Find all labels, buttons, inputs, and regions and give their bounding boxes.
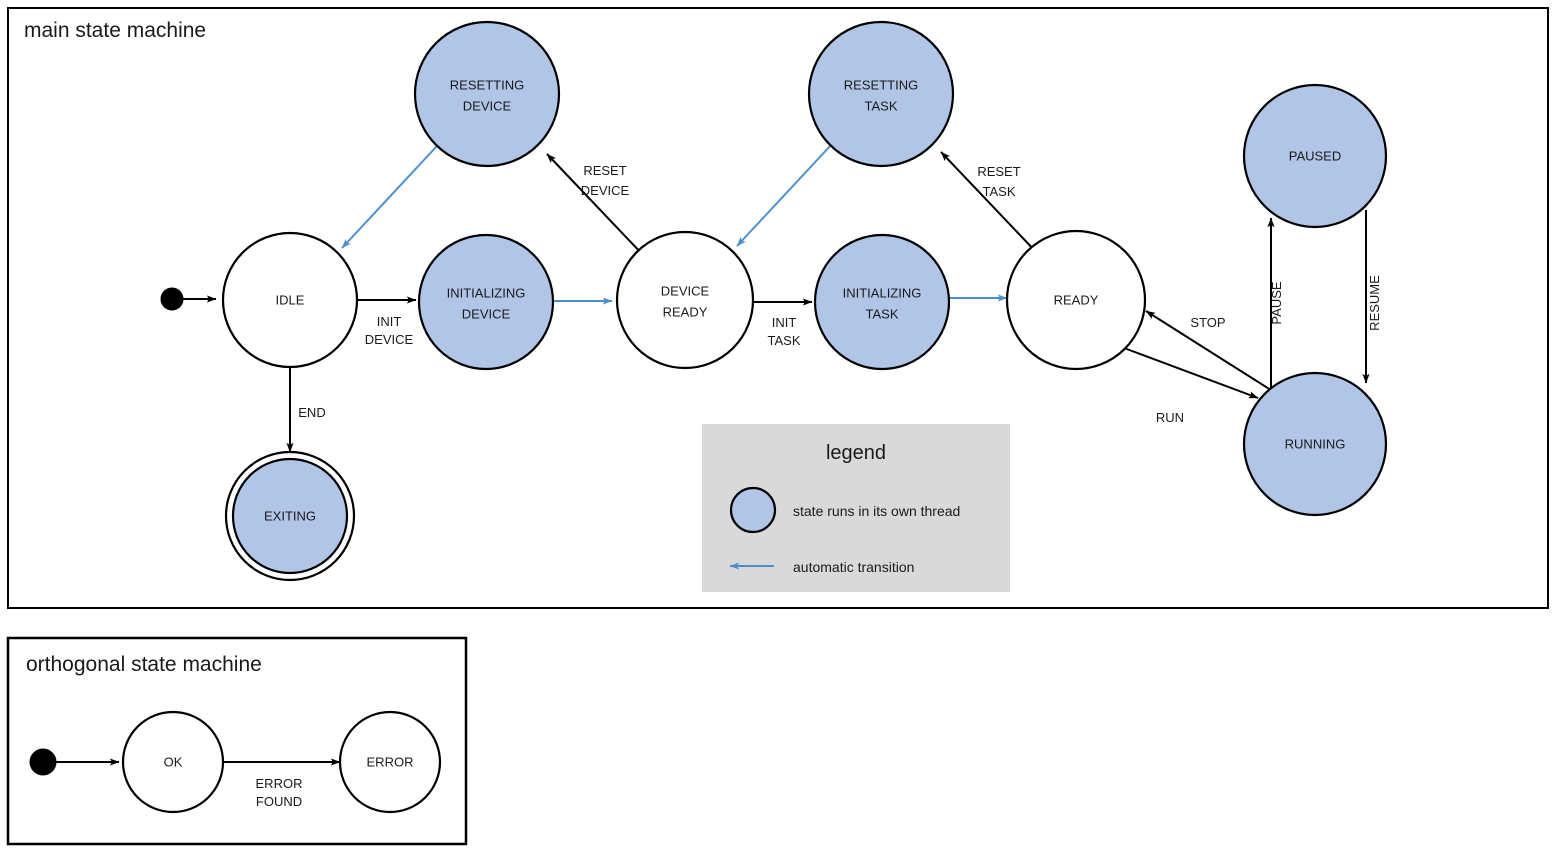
orthogonal-states: OK ERROR [121,710,442,814]
state-resetting-task-label-2: TASK [865,98,898,113]
state-resetting-task-label-1: RESETTING [844,77,918,92]
state-running-circle[interactable] [1242,371,1388,517]
state-device-ready-circle[interactable] [615,230,755,370]
orthogonal-frame: orthogonal state machine ERROR FOUND OK … [6,636,468,846]
transition-label-init-task-2: TASK [768,333,801,348]
state-error-label: ERROR [367,754,414,769]
transition-label-init-device-1: INIT [377,314,402,329]
orthogonal-transition-label-1: ERROR [256,776,303,791]
legend-item-label-threaded-state: state runs in its own thread [793,503,960,519]
state-running-label: RUNNING [1285,436,1346,451]
transition-resetting-task-device-ready [736,143,833,247]
legend-title: legend [826,442,886,464]
state-initializing-task[interactable]: INITIALIZING TASK [813,233,951,371]
transition-label-reset-device-2: DEVICE [581,183,630,198]
transition-label-init-task-1: INIT [772,315,797,330]
state-device-ready[interactable]: DEVICE READY [615,230,755,370]
state-exiting[interactable]: EXITING [224,450,356,582]
state-running[interactable]: RUNNING [1242,371,1388,517]
state-error-circle[interactable] [338,710,442,814]
state-initializing-task-circle[interactable] [813,233,951,371]
main-frame: main state machine INIT DEVICE END RESET… [7,7,1549,609]
state-idle-label: IDLE [276,292,305,307]
state-paused-label: PAUSED [1289,148,1342,163]
transition-label-reset-task-2: TASK [983,184,1016,199]
state-resetting-device-circle[interactable] [413,20,561,168]
state-ready-label: READY [1054,292,1099,307]
state-exiting-circle[interactable] [231,457,349,575]
state-paused[interactable]: PAUSED [1242,83,1388,229]
state-initializing-task-label-2: TASK [866,306,899,321]
transition-label-end: END [298,405,325,420]
transition-label-run: RUN [1156,410,1184,425]
state-idle[interactable]: IDLE [221,231,359,369]
transition-label-reset-device-1: RESET [583,163,626,178]
legend-threaded-state-icon [729,486,777,534]
state-initializing-device-label-2: DEVICE [462,306,511,321]
state-ok[interactable]: OK [121,710,225,814]
transition-resetting-device-idle [341,145,438,249]
orthogonal-transition-label-2: FOUND [256,794,302,809]
orthogonal-transitions: ERROR FOUND [29,748,341,809]
state-initializing-task-label-1: INITIALIZING [843,285,922,300]
transition-label-resume: RESUME [1367,275,1382,331]
state-error[interactable]: ERROR [338,710,442,814]
state-resetting-device[interactable]: RESETTING DEVICE [413,20,561,168]
initial-state-dot [160,287,184,311]
state-ready[interactable]: READY [1005,229,1147,371]
state-ok-label: OK [164,754,183,769]
state-exiting-label: EXITING [264,508,316,523]
state-ok-circle[interactable] [121,710,225,814]
state-device-ready-label-2: READY [663,304,708,319]
legend-item-label-auto-transition: automatic transition [793,559,914,575]
transition-label-pause: PAUSE [1269,281,1284,324]
legend: legend state runs in its own thread auto… [702,424,1010,592]
orthogonal-initial-state-dot [29,748,57,776]
transition-ready-running [1123,347,1259,399]
state-idle-circle[interactable] [221,231,359,369]
state-initializing-device[interactable]: INITIALIZING DEVICE [417,233,555,371]
state-ready-circle[interactable] [1005,229,1147,371]
transition-running-ready [1145,310,1275,393]
main-frame-title: main state machine [24,19,206,42]
main-states: IDLE RESETTING DEVICE INITIALIZING DEVIC… [221,20,1388,582]
transition-device-ready-resetting-device [546,153,646,258]
state-paused-circle[interactable] [1242,83,1388,229]
state-device-ready-label-1: DEVICE [661,283,710,298]
state-resetting-task[interactable]: RESETTING TASK [807,20,955,168]
orthogonal-frame-title: orthogonal state machine [26,653,262,676]
state-resetting-device-label-1: RESETTING [450,77,524,92]
transition-label-init-device-2: DEVICE [365,332,414,347]
state-initializing-device-label-1: INITIALIZING [447,285,526,300]
state-initializing-device-circle[interactable] [417,233,555,371]
transition-label-stop: STOP [1190,315,1225,330]
state-resetting-task-circle[interactable] [807,20,955,168]
state-resetting-device-label-2: DEVICE [463,98,512,113]
transition-label-reset-task-1: RESET [977,164,1020,179]
main-transitions: INIT DEVICE END RESET DEVICE INIT TASK R… [160,143,1382,453]
transition-ready-resetting-task [940,151,1039,255]
